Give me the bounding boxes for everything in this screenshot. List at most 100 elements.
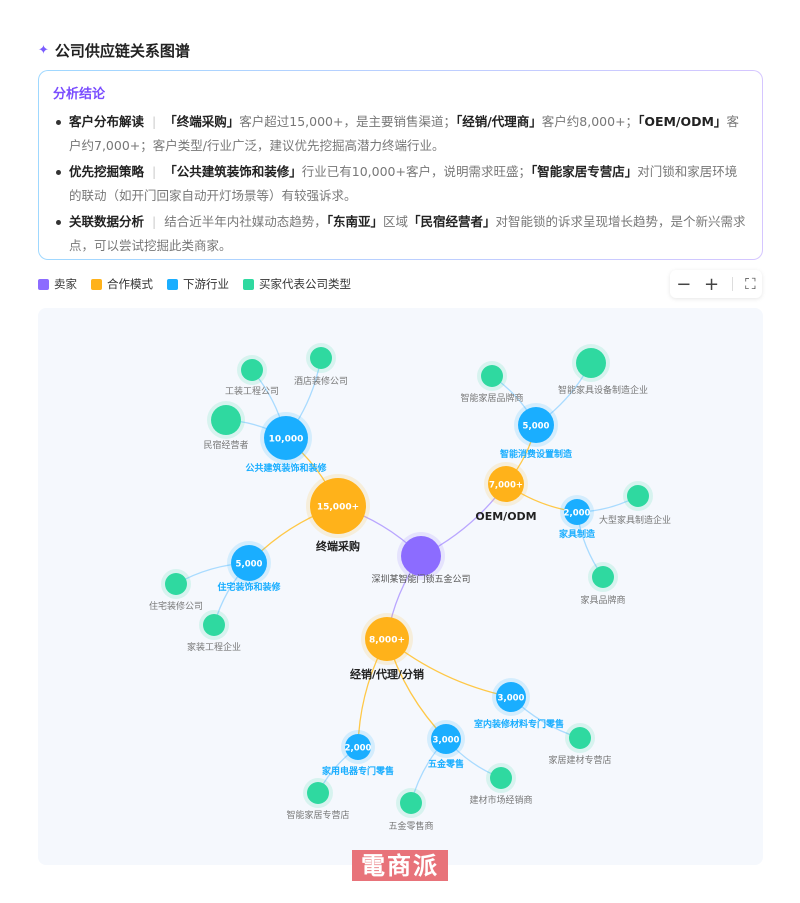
graph-node-industry[interactable]: 5,000 [514,403,558,447]
node-value: 5,000 [523,422,550,432]
node-circle [345,734,371,760]
graph-node-buyer[interactable] [303,778,333,808]
node-label: 酒店装修公司 [294,375,348,387]
node-circle [518,407,554,443]
highlight-term: 「东南亚」 [326,214,384,229]
separator: | [152,114,157,129]
node-circle [564,499,590,525]
node-label: 终端采购 [316,539,360,553]
analysis-text: 结合近半年内社媒动态趋势， [164,214,327,229]
graph-node-buyer[interactable] [237,355,267,385]
graph-node-industry[interactable]: 3,000 [492,678,530,716]
legend-item[interactable]: 合作模式 [91,276,153,292]
node-circle [488,466,524,502]
node-label: 民宿经营者 [203,439,248,451]
highlight-term: 「终端采购」 [164,114,240,129]
analysis-text: 行业已有10,000+客户，说明需求旺盛； [301,164,531,179]
graph-node-buyer[interactable] [396,788,426,818]
node-label: OEM/ODM [475,510,536,523]
graph-node-industry[interactable]: 2,000 [560,495,594,529]
node-circle [307,782,329,804]
graph-node-industry[interactable]: 5,000 [227,541,271,585]
node-value: 3,000 [498,694,525,704]
legend-label: 买家代表公司类型 [259,277,351,291]
graph-node-buyer[interactable] [306,343,336,373]
watermark-logo: 電商派 [352,850,448,881]
graph-node-industry[interactable]: 2,000 [341,730,375,764]
node-label: 深圳某智能门锁五金公司 [371,573,470,585]
node-value: 15,000+ [317,503,359,513]
node-label: 家装工程企业 [187,641,241,653]
node-value: 2,000 [564,509,591,519]
node-circle [264,416,308,460]
node-label: 公共建筑装饰和装修 [245,462,327,474]
node-circle [592,566,614,588]
legend-item[interactable]: 买家代表公司类型 [243,276,351,292]
graph-node-industry[interactable]: 3,000 [427,720,465,758]
node-circle [203,614,225,636]
node-circle [310,478,366,534]
node-layer: 15,000+ 7,000+ 8,000+ 10,000 5,000 5,000 2,000… [161,343,653,818]
analysis-text: 客户约8,000+； [541,114,639,129]
node-value: 10,000 [269,435,304,445]
graph-node-buyer[interactable] [623,481,653,511]
node-circle [431,724,461,754]
node-circle [576,348,606,378]
node-circle [569,727,591,749]
node-circle [211,405,241,435]
graph-node-industry[interactable]: 10,000 [260,412,312,464]
highlight-term: 「智能家居专营店」 [530,164,638,179]
node-value: 7,000+ [489,481,523,491]
fullscreen-icon[interactable]: ⛶ [745,275,756,293]
graph-panel[interactable] [38,308,763,865]
node-circle [365,617,409,661]
graph-node-buyer[interactable] [161,569,191,599]
node-label: 建材市场经销商 [469,794,532,806]
graph-node-buyer[interactable] [207,401,245,439]
node-circle [400,792,422,814]
graph-node-mode[interactable]: 15,000+ [306,474,370,538]
analysis-item-label: 客户分布解读 [69,114,145,129]
analysis-card: 分析结论 客户分布解读|「终端采购」客户超过15,000+，是主要销售渠道；「经… [38,70,763,260]
analysis-text: 对智能锁的诉求呈现增长趋势，是个新兴需求点，可以尝试挖掘此类商家。 [69,214,746,253]
zoom-out-button[interactable]: − [676,273,692,295]
analysis-text: 客户超过15,000+，是主要销售渠道； [239,114,456,129]
node-label: 家居建材专营店 [548,754,611,766]
graph-node-buyer[interactable] [199,610,229,640]
graph-node-buyer[interactable] [477,361,507,391]
graph-node-buyer[interactable] [572,344,610,382]
graph-node-mode[interactable]: 8,000+ [361,613,413,665]
node-value: 2,000 [345,744,372,754]
node-label: 工装工程公司 [225,385,279,397]
node-circle [401,536,441,576]
analysis-item: 客户分布解读 | 「终端采购」客户超过15,000+，是主要销售渠道；「经销/代理商… [53,110,748,158]
highlight-term: 「经销/代理商」 [455,114,542,129]
legend-swatch [167,278,178,290]
highlight-term: 「OEM/ODM」 [638,114,727,129]
node-circle [496,682,526,712]
legend-item[interactable]: 下游行业 [167,276,229,292]
legend-item[interactable]: 卖家 [38,276,77,292]
graph-node-buyer[interactable] [486,763,516,793]
node-value: 5,000 [236,560,263,570]
legend-swatch [243,278,254,290]
highlight-term: 「公共建筑装饰和装修」 [164,164,302,179]
legend-label: 卖家 [54,277,77,291]
graph-node-buyer[interactable] [565,723,595,753]
graph-node-seller[interactable] [397,532,445,580]
zoom-in-button[interactable]: + [703,273,720,295]
graph-node-mode[interactable]: 7,000+ [484,462,528,506]
node-value: 8,000+ [369,636,405,646]
node-label: 家具制造 [559,528,596,540]
separator: | [152,214,157,229]
sparkle-icon: ✦ [38,43,49,58]
legend-label: 合作模式 [107,277,153,291]
analysis-item: 优先挖掘策略|「公共建筑装饰和装修」行业已有10,000+客户，说明需求旺盛；「… [53,160,748,208]
graph-node-buyer[interactable] [588,562,618,592]
legend-label: 下游行业 [183,277,229,291]
analysis-text: 区域 [383,214,409,229]
analysis-item-label: 关联数据分析 [69,214,145,229]
legend: 卖家 合作模式 下游行业 买家代表公司类型 [38,276,351,292]
node-label: 经销/代理/分销 [350,667,424,681]
